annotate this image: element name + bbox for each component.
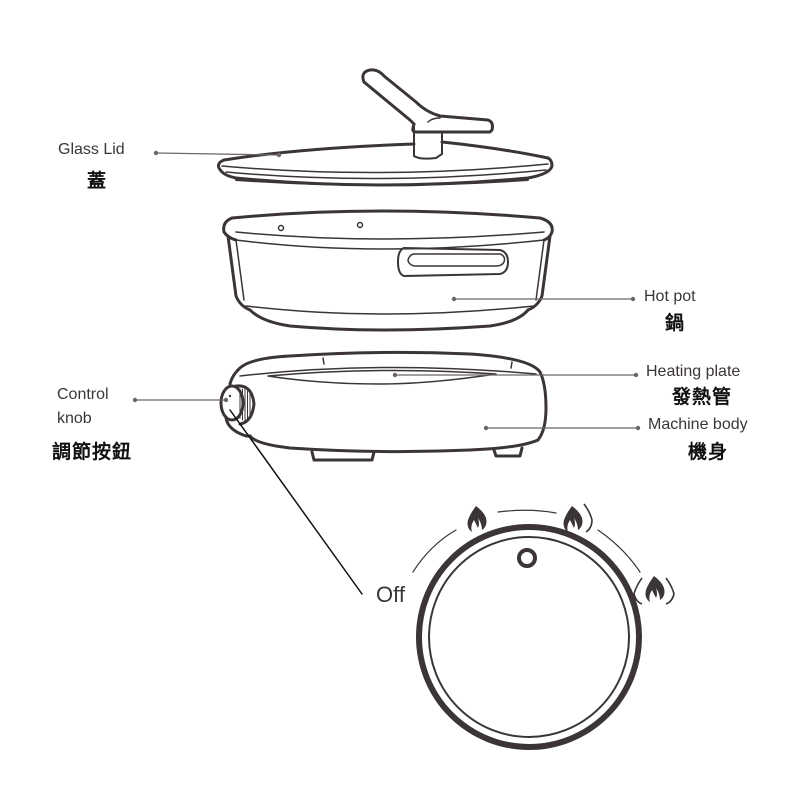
control-knob-label-line2: knob xyxy=(57,410,92,427)
triple-flame-icon xyxy=(633,576,675,605)
knob-pointer-line xyxy=(229,409,363,595)
dial-detail xyxy=(412,509,642,750)
heating-plate-label-zh: 發熱管 xyxy=(672,386,733,408)
glass-lid-label: Glass Lid xyxy=(58,141,125,158)
flame-with-outline-icon xyxy=(563,503,593,533)
knob-grip-ridges xyxy=(239,387,251,422)
glass-lid-drawing xyxy=(217,68,554,187)
heating-plate-label: Heating plate xyxy=(646,363,741,380)
dial-indicator-dot xyxy=(517,548,537,568)
hot-pot-label-zh: 鍋 xyxy=(665,312,686,334)
hot-pot-drawing xyxy=(222,209,554,332)
dial-outer-ring xyxy=(416,524,642,750)
control-knob-label-line1: Control xyxy=(57,386,109,403)
lid-handle xyxy=(361,68,494,134)
dial-off-label: Off xyxy=(376,582,405,607)
machine-body-label-zh: 機身 xyxy=(688,441,729,463)
single-flame-icon xyxy=(467,506,487,532)
control-knob-label-zh: 調節按鈕 xyxy=(52,441,133,463)
dial-inner-ring xyxy=(428,536,630,738)
hot-pot-label: Hot pot xyxy=(644,288,696,305)
leader-lines xyxy=(132,150,641,431)
machine-body-label: Machine body xyxy=(648,416,748,433)
glass-lid-label-zh: 蓋 xyxy=(87,170,108,192)
machine-body-drawing xyxy=(219,350,548,462)
